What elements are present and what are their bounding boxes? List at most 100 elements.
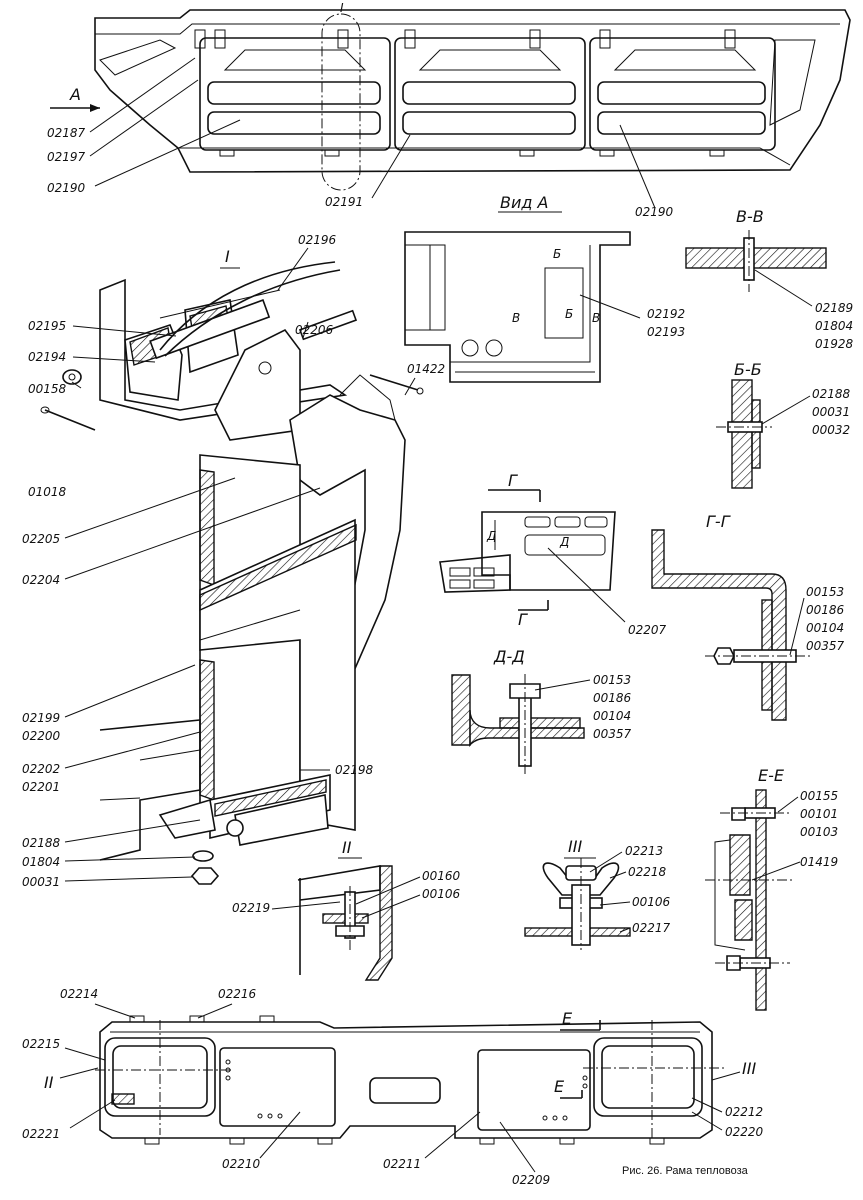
section-vv-title: В-В bbox=[736, 207, 764, 226]
label-02204: 02204 bbox=[22, 573, 60, 587]
detail-I: I bbox=[22, 233, 445, 889]
section-gg: Г-Г 00153 00186 00104 00357 bbox=[651, 512, 845, 721]
section-gg-view: Г Д Д Г 02207 bbox=[439, 471, 667, 637]
top-panel-left bbox=[194, 29, 391, 151]
bottom-frame-view: Е Е II III 02214 02216 02215 02221 02210… bbox=[22, 987, 764, 1187]
label-00031-I: 00031 bbox=[22, 875, 60, 889]
label-02206: 02206 bbox=[295, 323, 334, 337]
section-dd: Д-Д 00153 00186 00104 00357 bbox=[451, 647, 632, 775]
section-dd-title: Д-Д bbox=[493, 647, 525, 666]
gg-view-mark-d1: Д bbox=[486, 529, 496, 543]
label-02190-left: 02190 bbox=[47, 181, 86, 195]
bottom-mark-e2: Е bbox=[554, 1077, 565, 1096]
top-panel-middle bbox=[337, 29, 586, 151]
label-01422: 01422 bbox=[407, 362, 445, 376]
view-a-mark-b1: Б bbox=[553, 247, 561, 261]
label-00186-gg: 00186 bbox=[806, 603, 845, 617]
detail-III-title: III bbox=[568, 837, 582, 856]
gg-view-mark-g2: Г bbox=[518, 610, 528, 629]
label-02219: 02219 bbox=[232, 901, 270, 915]
label-02212: 02212 bbox=[725, 1105, 763, 1119]
view-a-title: Вид А bbox=[500, 193, 548, 212]
label-00031-bb: 00031 bbox=[812, 405, 850, 419]
label-02201: 02201 bbox=[22, 780, 60, 794]
label-02194: 02194 bbox=[28, 350, 66, 364]
label-02192: 02192 bbox=[647, 307, 685, 321]
label-02199: 02199 bbox=[22, 711, 60, 725]
label-00104-dd: 00104 bbox=[593, 709, 631, 723]
marker-I-top: I bbox=[340, 1, 344, 15]
label-00101: 00101 bbox=[800, 807, 838, 821]
label-00106-II: 00106 bbox=[422, 887, 461, 901]
label-02220: 02220 bbox=[725, 1125, 764, 1139]
label-02214: 02214 bbox=[60, 987, 98, 1001]
view-a-mark-v1: В bbox=[512, 311, 520, 325]
bottom-mark-III: III bbox=[742, 1059, 756, 1078]
label-02198: 02198 bbox=[335, 763, 374, 777]
label-00357-gg: 00357 bbox=[806, 639, 845, 653]
label-02205: 02205 bbox=[22, 532, 60, 546]
bottom-mark-II: II bbox=[44, 1073, 54, 1092]
view-a-mark-v2: В bbox=[592, 311, 600, 325]
figure-caption: Рис. 26. Рама тепловоза bbox=[622, 1165, 749, 1177]
label-02202: 02202 bbox=[22, 762, 60, 776]
label-00153-dd: 00153 bbox=[593, 673, 631, 687]
section-gg-title: Г-Г bbox=[706, 512, 731, 531]
label-01928: 01928 bbox=[815, 337, 854, 351]
label-00153-gg: 00153 bbox=[806, 585, 844, 599]
label-02217: 02217 bbox=[632, 921, 671, 935]
gg-view-mark-d2: Д bbox=[559, 535, 569, 549]
section-ee-title: Е-Е bbox=[758, 766, 785, 785]
label-02188-I: 02188 bbox=[22, 836, 61, 850]
label-02193: 02193 bbox=[647, 325, 685, 339]
detail-II-title: II bbox=[342, 838, 352, 857]
label-02213: 02213 bbox=[625, 844, 663, 858]
label-02209: 02209 bbox=[512, 1173, 550, 1187]
label-02210: 02210 bbox=[222, 1157, 261, 1171]
gg-view-mark-g1: Г bbox=[508, 471, 518, 490]
label-01419: 01419 bbox=[800, 855, 838, 869]
label-00103: 00103 bbox=[800, 825, 838, 839]
bottom-mark-e1: Е bbox=[562, 1009, 573, 1028]
section-bb: Б-Б 02188 00031 00032 bbox=[716, 360, 851, 489]
label-02211: 02211 bbox=[383, 1157, 421, 1171]
label-00186-dd: 00186 bbox=[593, 691, 632, 705]
label-00155: 00155 bbox=[800, 789, 838, 803]
label-00357-dd: 00357 bbox=[593, 727, 632, 741]
label-02190-right: 02190 bbox=[635, 205, 674, 219]
view-a-mark-b2: Б bbox=[565, 307, 573, 321]
label-01804-I: 01804 bbox=[22, 855, 60, 869]
label-02216: 02216 bbox=[218, 987, 257, 1001]
arrow-label-a: А bbox=[69, 85, 81, 104]
label-02196: 02196 bbox=[298, 233, 337, 247]
label-02188-bb: 02188 bbox=[812, 387, 851, 401]
detail-III: III 02213 02218 00106 02217 bbox=[524, 837, 671, 950]
label-02189: 02189 bbox=[815, 301, 853, 315]
label-01018: 01018 bbox=[28, 485, 67, 499]
detail-I-title: I bbox=[225, 247, 230, 266]
label-02221: 02221 bbox=[22, 1127, 60, 1141]
label-00160: 00160 bbox=[422, 869, 461, 883]
section-ee: Е-Е 00155 00101 00103 01419 bbox=[705, 766, 838, 1011]
label-02187: 02187 bbox=[47, 126, 86, 140]
label-02191: 02191 bbox=[325, 195, 363, 209]
label-01804-vv: 01804 bbox=[815, 319, 853, 333]
label-00158: 00158 bbox=[28, 382, 67, 396]
label-02195: 02195 bbox=[28, 319, 66, 333]
label-02197: 02197 bbox=[47, 150, 86, 164]
section-bb-title: Б-Б bbox=[734, 360, 762, 379]
label-00032: 00032 bbox=[812, 423, 850, 437]
top-frame-view: I А 02187 02197 02190 02191 02190 bbox=[47, 1, 851, 219]
section-vv: В-В 02189 01804 01928 bbox=[685, 207, 854, 351]
label-02200: 02200 bbox=[22, 729, 61, 743]
top-panel-right bbox=[589, 29, 776, 151]
label-00104-gg: 00104 bbox=[806, 621, 844, 635]
label-00106-III: 00106 bbox=[632, 895, 671, 909]
label-02207: 02207 bbox=[628, 623, 667, 637]
view-a: Вид А Б Б В В 02192 02193 bbox=[404, 193, 685, 383]
label-02218: 02218 bbox=[628, 865, 667, 879]
detail-II: II 02219 00160 00106 bbox=[232, 838, 461, 981]
label-02215: 02215 bbox=[22, 1037, 60, 1051]
